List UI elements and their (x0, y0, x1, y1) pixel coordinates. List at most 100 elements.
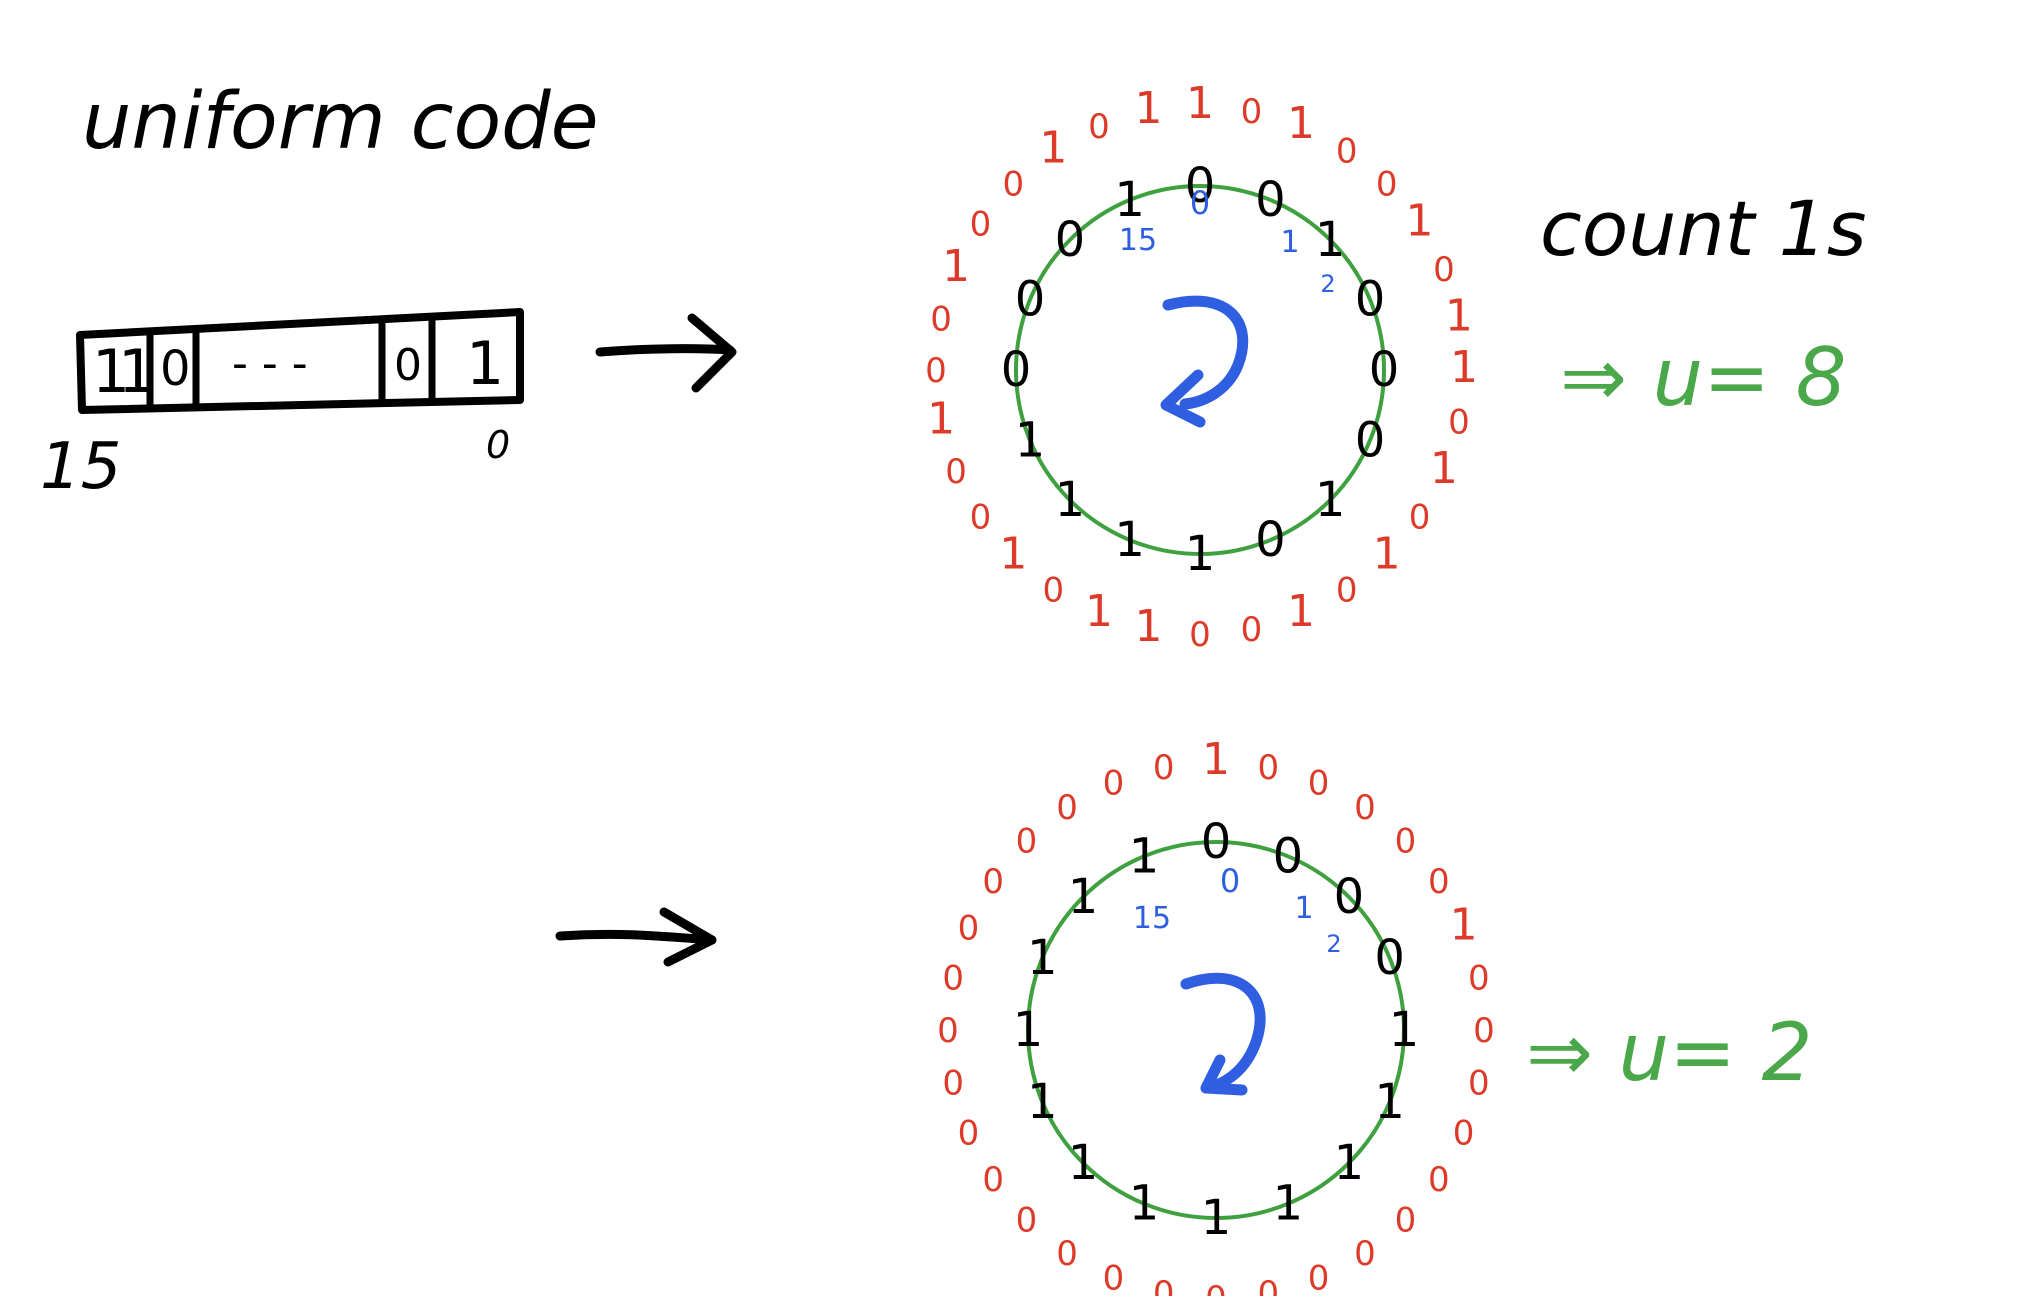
inner-bit: 0 (1369, 342, 1400, 398)
inner-bit: 0 (1255, 512, 1286, 568)
register-cell-14: 0 (394, 340, 422, 391)
outer-bit: 0 (1043, 571, 1065, 611)
title-uniform-code: uniform code (82, 77, 599, 167)
inner-bit: 1 (1013, 1002, 1044, 1058)
outer-bit: 1 (1039, 122, 1067, 173)
inner-bit: 1 (1201, 1190, 1232, 1246)
outer-bit: 1 (1373, 529, 1401, 580)
arrow-right-bottom (555, 907, 717, 967)
inner-bit: 1 (1114, 512, 1145, 568)
inner-bit: 0 (1374, 930, 1405, 986)
outer-bit: 0 (1354, 1234, 1376, 1274)
outer-bit: 1 (1430, 443, 1458, 494)
outer-bit: 1 (1445, 290, 1473, 341)
outer-bit: 0 (1056, 788, 1078, 828)
outer-bit: 1 (1450, 342, 1478, 393)
outer-bit: 1 (1085, 586, 1113, 637)
inner-bit: 1 (1027, 930, 1058, 986)
outer-bit: 0 (970, 204, 992, 244)
outer-bit: 0 (1448, 403, 1470, 443)
inner-bit: 0 (1255, 172, 1286, 228)
outer-bit: 0 (1153, 748, 1175, 788)
inner-bit: 0 (1355, 412, 1386, 468)
outer-bit: 0 (1428, 862, 1450, 902)
outer-bit: 1 (1202, 734, 1230, 785)
register-msb-label: 15 (40, 430, 121, 504)
inner-bit: 1 (1374, 1074, 1405, 1130)
wheel-bottom-index-15: 15 (1133, 901, 1171, 936)
outer-bit: 0 (925, 351, 947, 391)
bit-register: 1 1 0 - - - 0 1 15 0 (40, 308, 524, 504)
outer-bit: 0 (1056, 1234, 1078, 1274)
inner-bit: 1 (1068, 869, 1099, 925)
result-bottom: ⇒ u= 2 (1526, 1006, 1813, 1099)
outer-bit: 0 (982, 862, 1004, 902)
inner-bit: 0 (1055, 212, 1086, 268)
outer-bit: 1 (1287, 98, 1315, 149)
outer-bit: 1 (1134, 83, 1162, 134)
outer-bit: 0 (1241, 92, 1263, 132)
outer-bit: 1 (1406, 195, 1434, 246)
wheel-top-rotation-arrow-icon (1160, 295, 1249, 428)
outer-bit: 0 (945, 452, 967, 492)
inner-bit: 0 (1334, 869, 1365, 925)
count-ones-label: count 1s (1540, 184, 1867, 273)
outer-bit: 0 (1189, 615, 1211, 655)
outer-bit: 0 (958, 1114, 980, 1154)
outer-bit: 0 (1433, 250, 1455, 290)
inner-bit: 1 (1315, 212, 1346, 268)
inner-bit: 0 (1355, 272, 1386, 328)
inner-bit: 1 (1129, 1176, 1160, 1232)
outer-bit: 1 (1134, 601, 1162, 652)
outer-bit: 0 (1354, 788, 1376, 828)
result-top: ⇒ u= 8 (1560, 331, 1847, 424)
outer-bit: 1 (927, 394, 955, 445)
inner-bit: 1 (1055, 472, 1086, 528)
register-cell-0: 1 (92, 337, 130, 407)
outer-bit: 1 (1186, 78, 1214, 129)
outer-bit: 0 (1395, 821, 1417, 861)
inner-bit: 1 (1068, 1135, 1099, 1191)
arrow-right-top (595, 313, 737, 393)
outer-bit: 0 (1409, 498, 1431, 538)
outer-bit: 0 (930, 299, 952, 339)
inner-bit: 1 (1389, 1002, 1420, 1058)
inner-bit: 1 (1114, 172, 1145, 228)
outer-bit: 0 (1103, 1259, 1125, 1296)
wheel-top-index-15: 15 (1119, 223, 1157, 258)
outer-bit: 0 (937, 1011, 959, 1051)
inner-bit: 0 (1015, 272, 1046, 328)
outer-bit: 0 (958, 908, 980, 948)
wheel-top-index-2: 2 (1320, 270, 1335, 298)
outer-bit: 0 (1016, 821, 1038, 861)
register-cell-1: 1 (118, 337, 156, 407)
outer-bit: 0 (1468, 959, 1490, 999)
wheel-top-ring (1014, 184, 1386, 556)
outer-bit: 0 (1453, 1114, 1475, 1154)
inner-bit: 1 (1015, 412, 1046, 468)
outer-bit: 0 (970, 498, 992, 538)
outer-bit: 1 (942, 241, 970, 292)
outer-bit: 0 (1308, 763, 1330, 803)
outer-bit: 0 (1257, 1274, 1279, 1296)
outer-bit: 0 (1153, 1274, 1175, 1296)
wheel-bottom-rotation-arrow-icon (1180, 972, 1266, 1096)
inner-bit: 0 (1001, 342, 1032, 398)
inner-bit: 0 (1201, 814, 1232, 870)
outer-bit: 0 (1003, 164, 1025, 204)
outer-bit: 0 (1088, 107, 1110, 147)
inner-bit: 1 (1334, 1135, 1365, 1191)
register-ellipsis: - - - (232, 338, 308, 389)
outer-bit: 0 (1473, 1011, 1495, 1051)
outer-bit: 0 (1308, 1259, 1330, 1296)
wheel-bottom-ring (1026, 840, 1406, 1220)
inner-bit: 0 (1185, 158, 1216, 214)
register-cell-2: 0 (160, 341, 191, 397)
inner-bit: 1 (1315, 472, 1346, 528)
wheel-top-index-0: 0 (1190, 184, 1210, 222)
